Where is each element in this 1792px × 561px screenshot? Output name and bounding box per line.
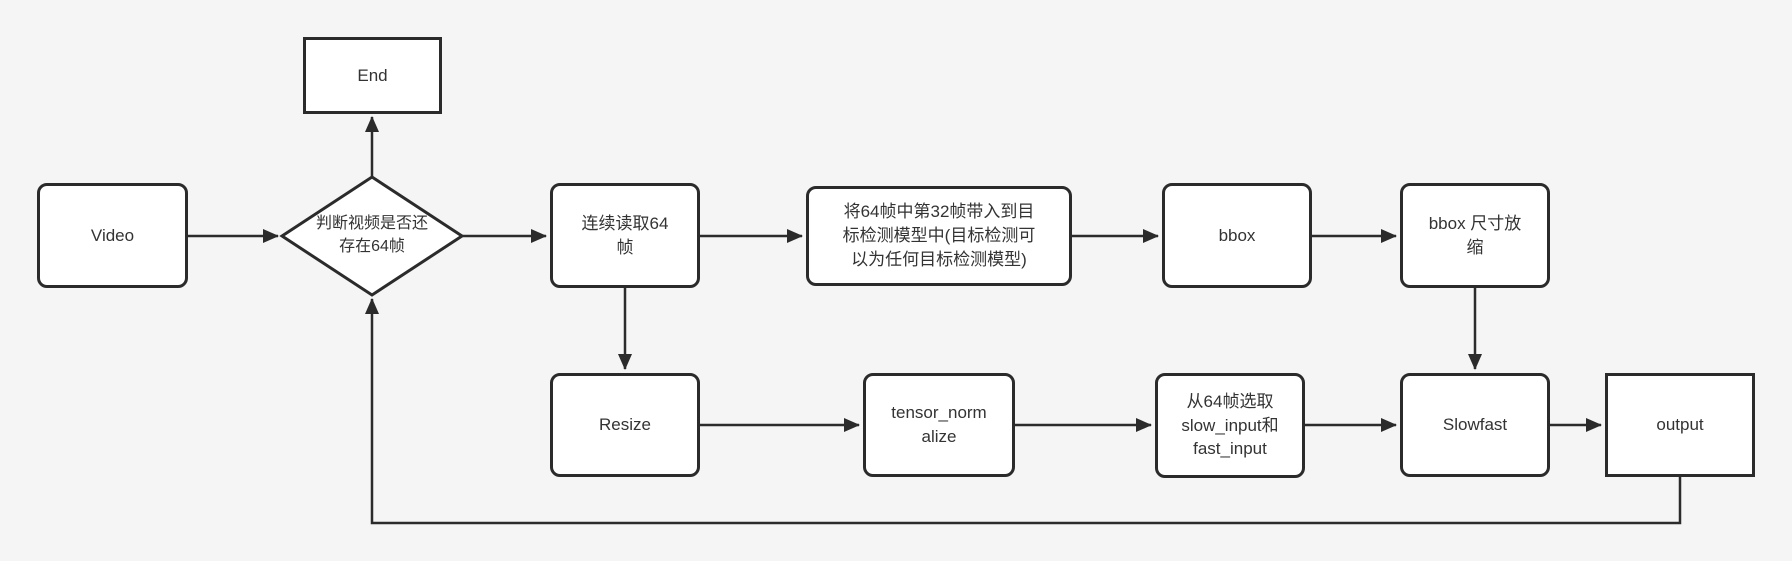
bbox-scale-label: bbox 尺寸放 缩 [1428, 213, 1522, 257]
output-node: output [1605, 373, 1755, 477]
tensor-normalize-node: tensor_norm alize [863, 373, 1015, 477]
end-label: End [357, 65, 388, 85]
bbox-label: bbox [1218, 225, 1256, 245]
bbox-scale-node: bbox 尺寸放 缩 [1400, 183, 1550, 288]
read-64-frames-node: 连续读取64 帧 [550, 183, 700, 288]
select-slow-fast-input-node: 从64帧选取 slow_input和 fast_input [1155, 373, 1305, 478]
end-node: End [303, 37, 442, 114]
bbox-node: bbox [1162, 183, 1312, 288]
select-slow-fast-input-label: 从64帧选取 slow_input和 fast_input [1181, 391, 1279, 459]
connector-output-to-decision-loop [365, 298, 1682, 525]
video-node: Video [37, 183, 188, 288]
read-64-frames-label: 连续读取64 帧 [581, 213, 669, 257]
output-label: output [1656, 415, 1704, 435]
slowfast-node: Slowfast [1400, 373, 1550, 477]
resize-label: Resize [599, 415, 651, 435]
decision-label: 判断视频是否还 存在64帧 [315, 215, 428, 256]
slowfast-label: Slowfast [1442, 415, 1508, 435]
detection-model-node: 将64帧中第32帧带入到目 标检测模型中(目标检测可 以为任何目标检测模型) [806, 186, 1072, 286]
decision-diamond-shape [279, 175, 465, 297]
video-label: Video [90, 225, 135, 245]
detection-model-label: 将64帧中第32帧带入到目 标检测模型中(目标检测可 以为任何目标检测模型) [842, 202, 1036, 269]
resize-node: Resize [550, 373, 700, 477]
tensor-normalize-label: tensor_norm alize [891, 403, 987, 446]
